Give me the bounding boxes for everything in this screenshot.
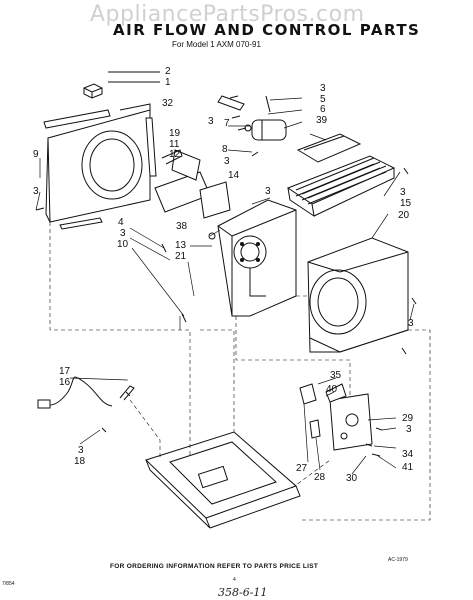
callout-label: 30 [346, 473, 358, 484]
callout-label: 10 [117, 239, 129, 250]
drawing-code: AC-1979 [388, 557, 408, 563]
callout-label: 3 [265, 186, 271, 197]
callout-label: 3 [120, 228, 126, 239]
callout-label: 20 [398, 210, 410, 221]
diagram-title: AIR FLOW AND CONTROL PARTS [113, 21, 421, 39]
ordering-note: FOR ORDERING INFORMATION REFER TO PARTS … [110, 563, 319, 570]
part-duct-strip [59, 217, 103, 230]
callout-label: 21 [175, 251, 187, 262]
callout-label: 40 [326, 384, 338, 395]
callout-label: 13 [175, 240, 187, 251]
callout-label: 41 [402, 462, 414, 473]
callout-label: 3 [33, 186, 39, 197]
part-capacitor [244, 119, 287, 141]
part-knob [325, 383, 347, 403]
callout-label: 2 [165, 66, 171, 77]
callout-label: 4 [118, 217, 124, 228]
callout-label: 17 [59, 366, 71, 377]
callout-label: 8 [222, 144, 228, 155]
callout-label: 3 [400, 187, 406, 198]
callout-label: 3 [208, 116, 214, 127]
part-base-pan [145, 431, 301, 529]
part-clip [83, 83, 103, 99]
part-control-board [329, 393, 373, 451]
callout-label: 38 [176, 221, 188, 232]
callout-label: 1 [165, 77, 171, 88]
callout-label: 6 [320, 104, 326, 115]
callout-label: 18 [74, 456, 86, 467]
callout-label: 14 [228, 170, 240, 181]
callout-label: 3 [320, 83, 326, 94]
callout-label: 19 [169, 128, 181, 139]
callout-label: 7 [224, 118, 230, 129]
callout-label: 27 [296, 463, 308, 474]
part-orifice-panel-left [45, 103, 151, 223]
part-bracket [217, 95, 271, 113]
part-switch [299, 383, 321, 439]
callout-label: 39 [316, 115, 328, 126]
callout-label: 28 [314, 472, 326, 483]
callout-label: 9 [33, 149, 39, 160]
callout-label: 35 [330, 370, 342, 381]
callout-label: 5 [320, 94, 326, 105]
callout-label: 16 [59, 377, 71, 388]
assembly-dashed-lines [49, 222, 431, 521]
callout-label: 32 [162, 98, 174, 109]
page-number: 4 [233, 577, 236, 583]
part-cover-39 [296, 133, 362, 163]
part-center-panel [217, 199, 297, 317]
callout-label: 3 [78, 445, 84, 456]
part-power-cord [37, 376, 135, 409]
part-strip-32 [145, 117, 157, 177]
part-orifice-panel-right [307, 237, 409, 353]
callout-label: 3 [408, 318, 414, 329]
handwritten-note: 358-6-11 [218, 586, 268, 599]
corner-code: 7/854 [2, 581, 15, 587]
callout-label: 3 [224, 156, 230, 167]
callout-label: 29 [402, 413, 414, 424]
callout-label: 15 [400, 198, 412, 209]
model-subtitle: For Model 1 AXM 070-91 [172, 40, 261, 49]
leader-lines [35, 97, 415, 475]
watermark: AppliancePartsPros.com [90, 2, 365, 27]
part-bar [43, 109, 111, 129]
callout-label: 34 [402, 449, 414, 460]
callout-label: 11 [169, 139, 180, 150]
callout-label: 3 [406, 424, 412, 435]
callout-label: 12 [169, 149, 181, 160]
part-grille [286, 155, 396, 218]
part-control-bracket [154, 149, 231, 219]
